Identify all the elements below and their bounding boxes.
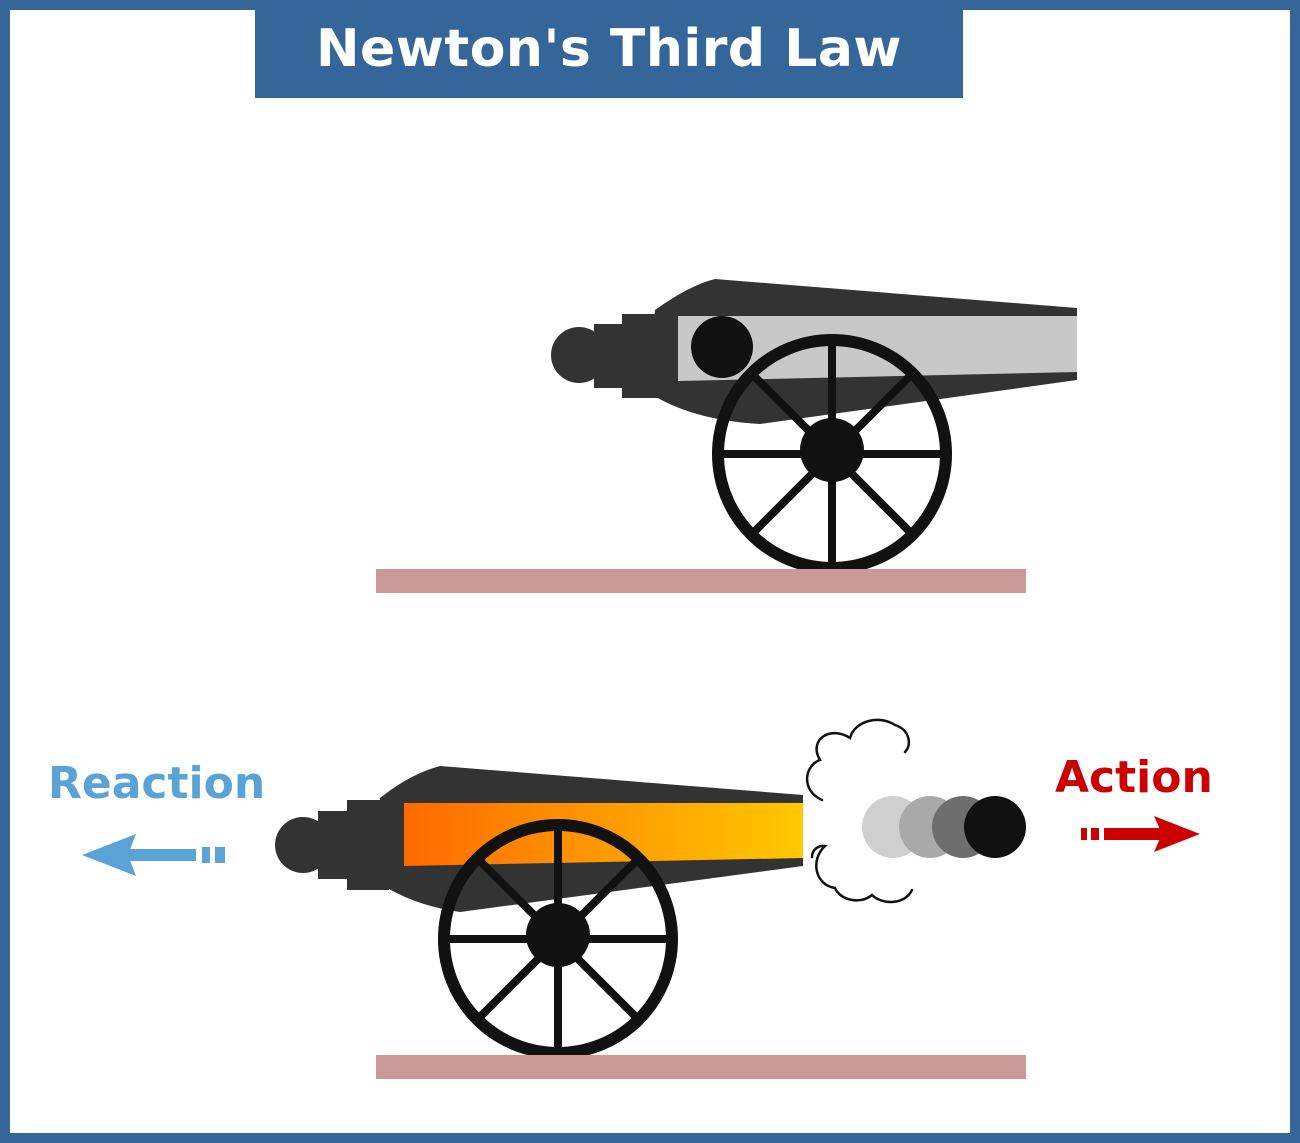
cannon-at-rest [376, 279, 1077, 593]
cannonball-fired [964, 796, 1026, 858]
wheel-hub [800, 418, 864, 482]
cannon-knob [275, 817, 331, 873]
cannon-knob [551, 327, 607, 383]
smoke-puff [805, 718, 914, 904]
arrow-right-icon [1081, 816, 1200, 852]
page-title: Newton's Third Law [316, 19, 902, 79]
cannon-firing [275, 766, 1026, 1079]
reaction-label: Reaction [48, 758, 266, 809]
title-banner: Newton's Third Law [255, 0, 963, 98]
cannonball-loaded [691, 316, 753, 378]
action-label: Action [1055, 752, 1213, 803]
wheel-hub [526, 903, 590, 967]
cannon-wheel [438, 819, 678, 1059]
ground-bar-bottom [376, 1055, 1026, 1079]
arrow-left-icon [82, 834, 225, 876]
ground-bar-top [376, 569, 1026, 593]
cannon-wheel [712, 334, 952, 574]
cannonball-motion [862, 796, 1026, 858]
